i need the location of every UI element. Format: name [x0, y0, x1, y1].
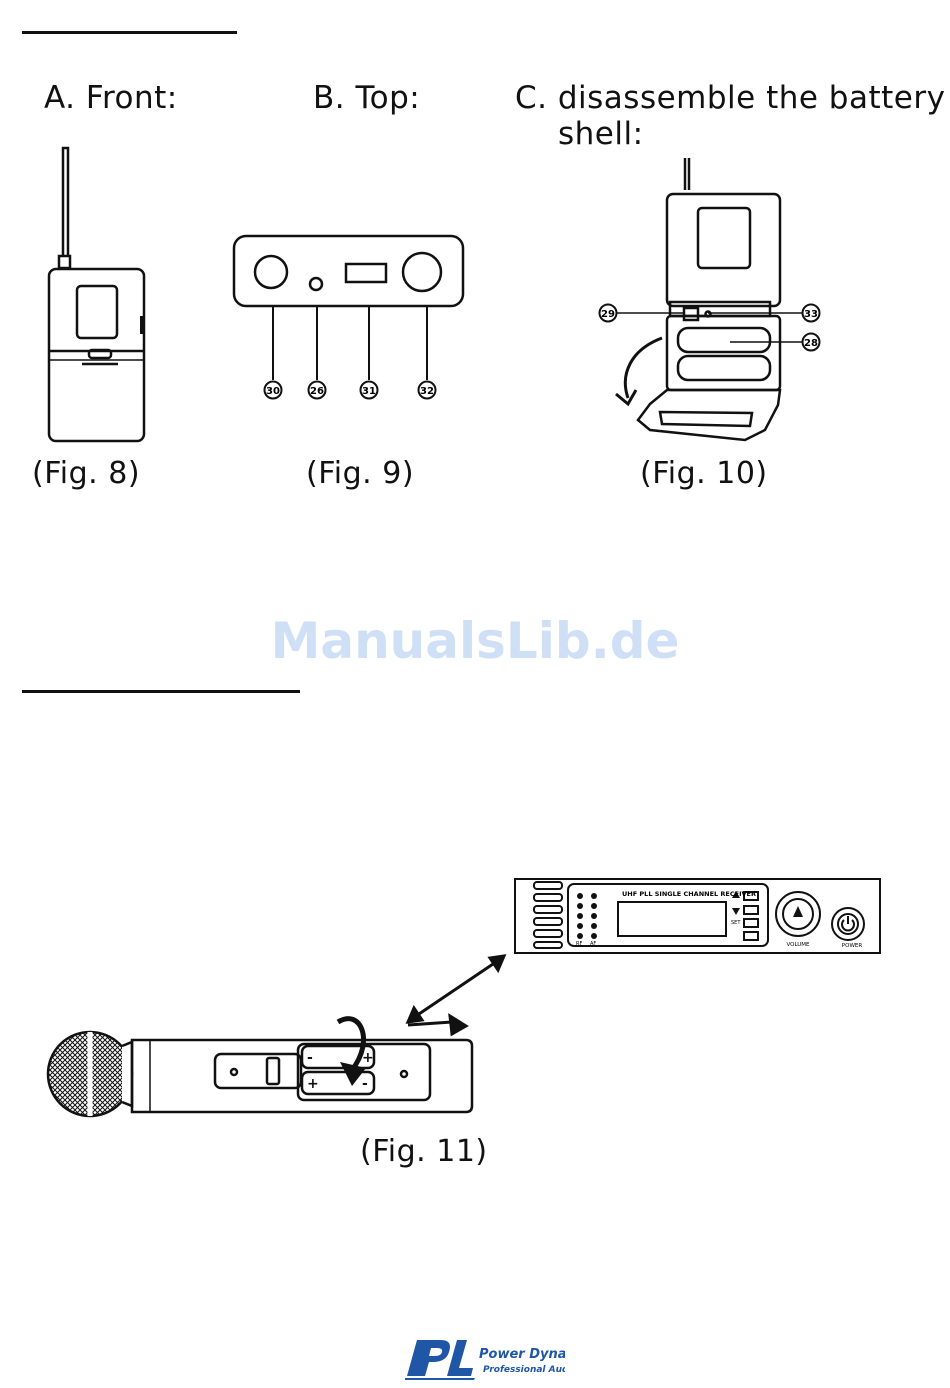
receiver-volume-label: VOLUME	[786, 942, 810, 948]
section-rule-middle	[22, 690, 300, 693]
svg-text:-: -	[362, 1076, 368, 1092]
fig9-bodypack-top: 30 26 31 32	[228, 230, 473, 405]
receiver-title: UHF PLL SINGLE CHANNEL RECEIVER	[622, 890, 756, 898]
fig9-callout-26: 26	[310, 386, 324, 397]
fig9-callout-30: 30	[266, 386, 280, 397]
fig9-callout-31: 31	[362, 386, 376, 397]
caption-fig-9: (Fig. 9)	[306, 456, 414, 491]
receiver-power-label: POWER	[842, 943, 863, 949]
svg-text:-: -	[307, 1050, 313, 1066]
svg-text:Power Dynamics: Power Dynamics	[479, 1347, 565, 1362]
section-rule-top	[22, 31, 237, 34]
fig8-bodypack-front	[40, 138, 155, 448]
fig11-handheld-microphone: -+ +-	[40, 1010, 480, 1120]
fig10-callout-29: 29	[601, 309, 615, 320]
fig10-callout-28: 28	[804, 338, 818, 349]
caption-fig-10: (Fig. 10)	[640, 456, 768, 491]
fig10-battery-shell: 29 33 28	[590, 150, 835, 450]
heading-battery-line1: C. disassemble the battery	[515, 80, 945, 116]
heading-battery-line2: shell:	[558, 116, 644, 152]
heading-front: A. Front:	[44, 80, 178, 116]
receiver-af-label: AF	[590, 941, 596, 947]
fig11-receiver: UHF PLL SINGLE CHANNEL RECEIVER SET RF A…	[512, 876, 884, 958]
svg-text:Professional Audio: Professional Audio	[483, 1365, 565, 1375]
caption-fig-8: (Fig. 8)	[32, 456, 140, 491]
heading-top: B. Top:	[313, 80, 420, 116]
fig10-callout-33: 33	[804, 309, 818, 320]
svg-text:+: +	[307, 1076, 319, 1092]
caption-fig-11: (Fig. 11)	[360, 1134, 488, 1169]
fig9-callout-32: 32	[420, 386, 434, 397]
receiver-set-label: SET	[731, 920, 741, 926]
receiver-rf-label: RF	[576, 941, 582, 947]
power-dynamics-logo: Power Dynamics Professional Audio	[405, 1336, 565, 1380]
watermark: ManualsLib.de	[0, 612, 950, 670]
